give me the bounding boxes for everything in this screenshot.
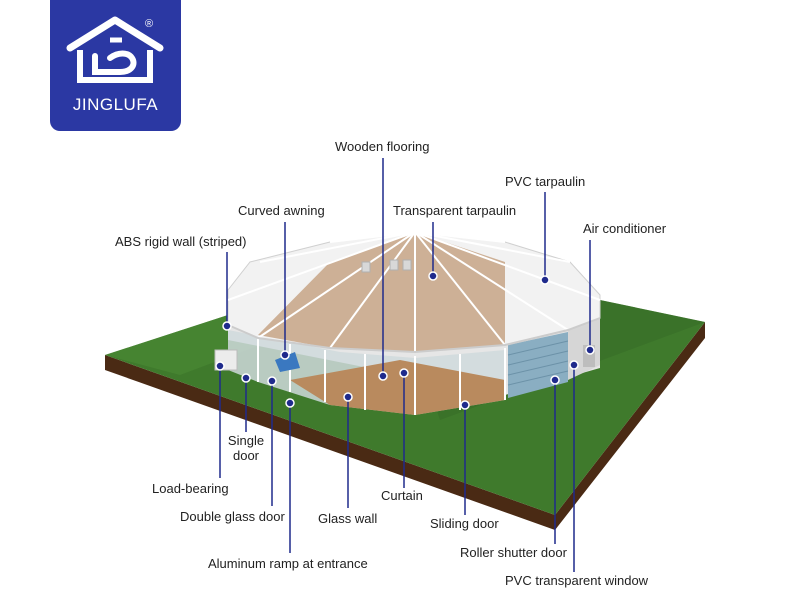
marker-load-bearing (215, 361, 225, 371)
marker-transparent-tarpaulin (428, 271, 438, 281)
marker-single-door (241, 373, 251, 383)
label-pvc-transparent-window: PVC transparent window (505, 573, 649, 588)
marker-sliding-door (460, 400, 470, 410)
marker-wooden-flooring (378, 371, 388, 381)
marker-abs-rigid-wall (222, 321, 232, 331)
label-single-door-line1: Single (227, 433, 265, 448)
marker-aluminum-ramp (285, 398, 295, 408)
label-pvc-tarpaulin: PVC tarpaulin (505, 174, 586, 189)
label-double-glass-door: Double glass door (180, 509, 285, 524)
label-aluminum-ramp: Aluminum ramp at entrance (208, 556, 368, 571)
marker-curved-awning (280, 350, 290, 360)
roof-transparent (258, 232, 505, 352)
marker-curtain (399, 368, 409, 378)
label-sliding-door: Sliding door (430, 516, 499, 531)
curved-awning (275, 352, 300, 372)
wooden-floor (290, 360, 505, 415)
marker-pvc-transparent-window (569, 360, 579, 370)
label-load-bearing: Load-bearing (152, 481, 229, 496)
marker-glass-wall (343, 392, 353, 402)
label-transparent-tarpaulin: Transparent tarpaulin (393, 203, 517, 218)
registered-mark: ® (145, 18, 154, 30)
label-curtain: Curtain (381, 488, 423, 503)
label-air-conditioner: Air conditioner (583, 221, 667, 236)
brand-name: JINGLUFA (72, 95, 159, 114)
marker-pvc-tarpaulin (540, 275, 550, 285)
brand-logo: JINGLUFA (50, 0, 181, 131)
label-single-door: Single door (226, 433, 266, 463)
label-glass-wall: Glass wall (318, 511, 378, 526)
marker-air-conditioner (585, 345, 595, 355)
marker-double-glass-door (267, 376, 277, 386)
label-single-door-line2: door (232, 448, 260, 463)
label-wooden-flooring: Wooden flooring (335, 139, 430, 154)
marker-roller-shutter-door (550, 375, 560, 385)
label-abs-rigid-wall: ABS rigid wall (striped) (115, 234, 247, 249)
house-logo-icon (66, 16, 164, 83)
label-curved-awning: Curved awning (238, 203, 325, 218)
label-roller-shutter-door: Roller shutter door (460, 545, 567, 560)
